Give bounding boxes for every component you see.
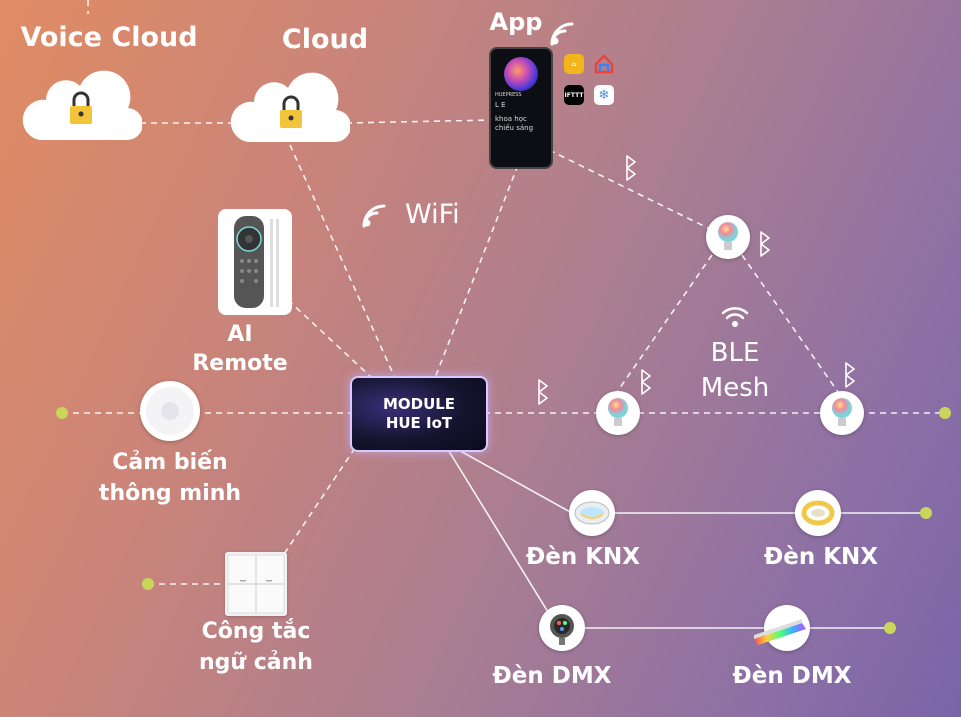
- line-cloud-module: [289, 144, 396, 379]
- knx-light-2: [795, 490, 841, 536]
- dmx-label-1: Đèn DMX: [492, 663, 612, 689]
- line-remote-module: [287, 299, 373, 379]
- wifi-icon: [550, 22, 574, 46]
- line-app-bulb-top: [548, 149, 713, 231]
- smart-bulb-left: [596, 391, 640, 435]
- line-module-switch: [279, 447, 356, 561]
- ai-remote-label-2: Remote: [192, 351, 288, 376]
- knx-label-1: Đèn KNX: [525, 544, 641, 570]
- bluetooth-icon: [760, 231, 770, 257]
- ai-remote-label-1: AI: [227, 322, 253, 347]
- ai-remote-device: [218, 209, 292, 315]
- scene-switch-device: [225, 552, 287, 616]
- endpoint-dot-left: [56, 407, 68, 419]
- app-label: App: [489, 8, 543, 36]
- line-cloud-app: [345, 119, 493, 124]
- module-label-1: MODULE: [382, 395, 456, 414]
- phone-brand: HUEPRESS: [495, 92, 522, 98]
- app-logo-orb: [504, 57, 538, 91]
- sensor-label-2: thông minh: [98, 481, 242, 506]
- home-icon: ⌂: [564, 54, 584, 74]
- bluetooth-icon: [538, 379, 548, 405]
- phone-app: HUEPRESS L E khoa học chiếu sáng: [489, 47, 553, 169]
- line-app-module: [434, 164, 519, 379]
- motion-sensor-device: [140, 381, 200, 441]
- switch-label-2: ngữ cảnh: [199, 650, 313, 675]
- bluetooth-icon: [845, 362, 855, 388]
- cloud-label: Cloud: [281, 24, 369, 55]
- bluetooth-icon: [641, 369, 651, 395]
- wifi-signal-icon: [721, 307, 749, 328]
- line-bulbtop-bulbleft: [616, 254, 713, 393]
- smart-bulb-right: [820, 391, 864, 435]
- knx-light-1: [569, 490, 615, 536]
- line-bulbtop-bulbright: [741, 254, 839, 393]
- endpoint-dot-dmx: [884, 622, 896, 634]
- dmx-light-1: [539, 605, 585, 651]
- bluetooth-icon: [626, 155, 636, 181]
- endpoint-dot-right: [939, 407, 951, 419]
- module-hue-iot: MODULE HUE IoT: [350, 376, 488, 452]
- switch-label-1: Công tắc: [201, 619, 311, 644]
- ble-label-1: BLE: [710, 338, 760, 368]
- cloud-icon: [230, 72, 350, 143]
- module-label-2: HUE IoT: [385, 414, 453, 432]
- wifi-icon: [362, 204, 386, 228]
- snowflake-icon: ❄: [594, 85, 614, 105]
- phone-text-1: L E: [495, 101, 506, 109]
- ble-label-2: Mesh: [700, 373, 770, 403]
- dmx-light-2: [754, 605, 810, 651]
- endpoint-dot-switch: [142, 578, 154, 590]
- smart-bulb-top: [706, 215, 750, 259]
- wifi-label: WiFi: [405, 199, 460, 230]
- voice-cloud-label: Voice Cloud: [20, 22, 198, 53]
- sensor-label-1: Cảm biến: [112, 450, 228, 475]
- line-module-dmx: [446, 447, 549, 613]
- phone-text-2: khoa học: [495, 115, 527, 123]
- dmx-label-2: Đèn DMX: [732, 663, 852, 689]
- ifttt-icon: IFTTT: [564, 85, 584, 105]
- phone-text-3: chiếu sáng: [495, 124, 534, 132]
- voice-cloud-icon: [22, 70, 142, 141]
- line-module-knx: [454, 447, 573, 514]
- knx-label-2: Đèn KNX: [763, 544, 879, 570]
- endpoint-dot-knx: [920, 507, 932, 519]
- google-home-icon: [594, 54, 614, 74]
